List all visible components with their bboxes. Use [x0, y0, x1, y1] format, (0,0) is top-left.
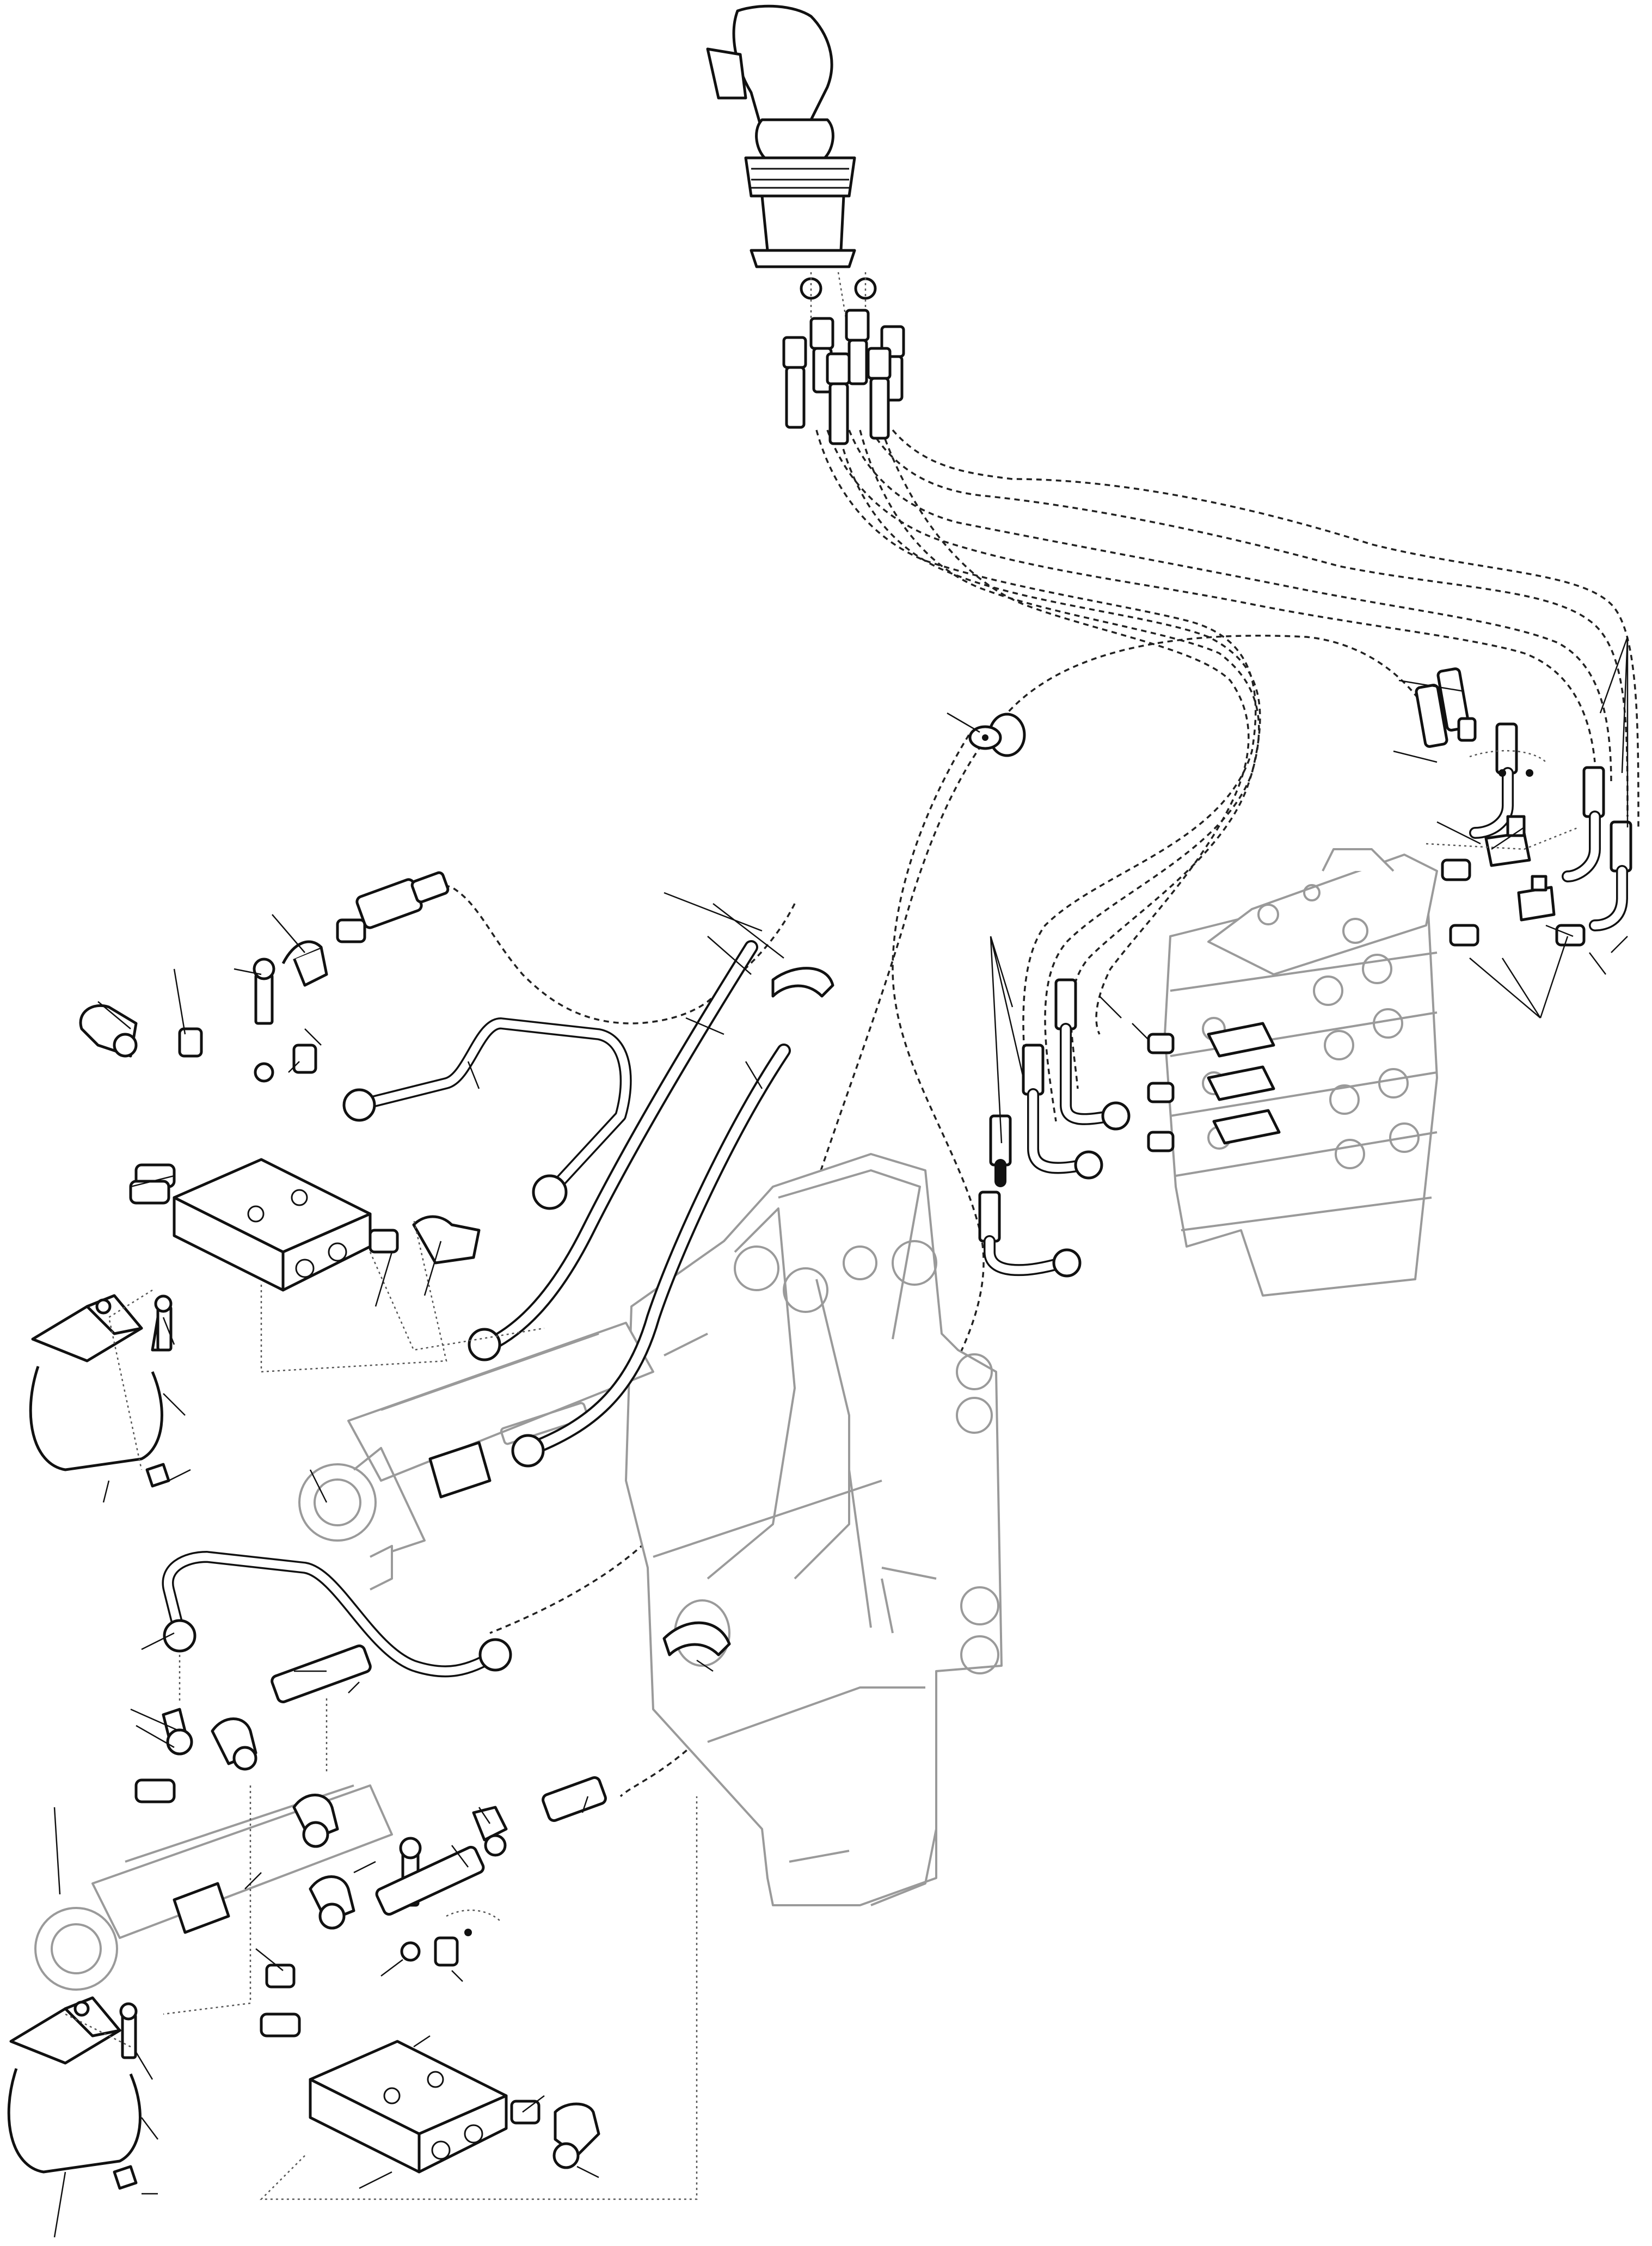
leader-lines: [53, 636, 1629, 2238]
pilot-fitting-5: [826, 352, 851, 445]
joystick-control-valve: [706, 4, 905, 445]
upper-mounting-clamp: [29, 1294, 173, 1488]
reference-marks: [446, 750, 1546, 1936]
pilot-fitting-6: [867, 347, 892, 440]
hose-clip: [947, 712, 1026, 757]
pilot-fitting-4: [782, 336, 807, 429]
upper-valve-block: [79, 871, 481, 1292]
lower-valve-block: [134, 1644, 607, 2174]
upper-swing-cylinder: [298, 1322, 654, 1591]
lower-mounting-clamp: [7, 1996, 142, 2190]
valve-bank-port-fittings: [978, 667, 1632, 1278]
main-control-valve-bank: [1164, 848, 1438, 1297]
boom-swing-frame: [625, 1153, 1003, 1906]
assembly-lines: [65, 826, 1579, 2200]
hydraulic-hoses: [162, 940, 834, 1678]
